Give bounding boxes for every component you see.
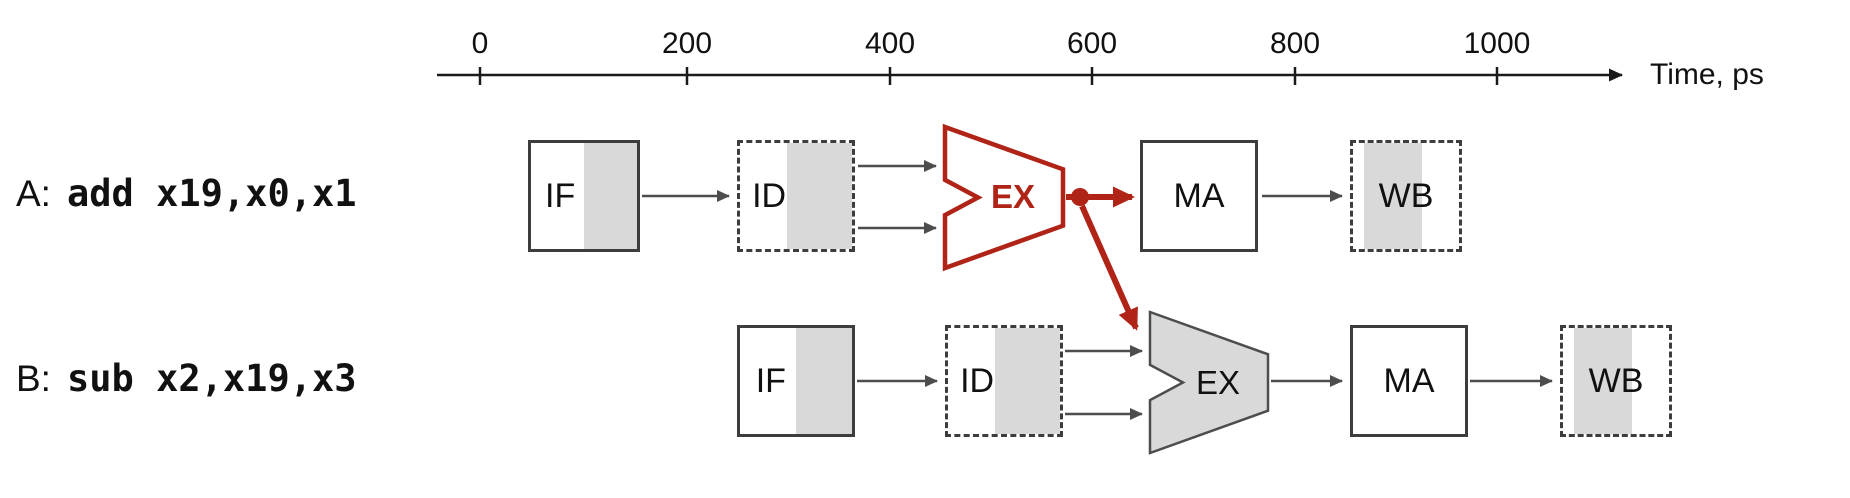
tick-label-400: 400 xyxy=(864,27,916,60)
stage-box-a-wb: WB xyxy=(1350,140,1462,252)
tick-label-600: 600 xyxy=(1066,27,1118,60)
stage-box-a-ma: MA xyxy=(1140,140,1258,252)
stage-box-a-id: ID xyxy=(737,140,855,252)
stage-arrows-a xyxy=(642,160,1343,234)
instruction-b-label: B: sub x2,x19,x3 xyxy=(16,357,357,400)
stage-label-a-if: IF xyxy=(545,176,576,215)
instruction-a-label: A: add x19,x0,x1 xyxy=(16,172,357,215)
alu-ex-a-highlighted xyxy=(942,123,1066,272)
stage-label-a-ex: EX xyxy=(990,178,1036,215)
stage-box-a-if: IF xyxy=(528,140,640,252)
time-axis-ticks xyxy=(478,67,1499,85)
instruction-a-code: add x19,x0,x1 xyxy=(66,172,357,215)
instruction-a-prefix: A: xyxy=(16,173,51,214)
stage-shade xyxy=(995,328,1060,434)
forwarding-arrow-to-b-ex xyxy=(1079,204,1139,331)
stage-label-b-ex: EX xyxy=(1195,364,1241,401)
time-axis-label: Time, ps xyxy=(1650,58,1764,91)
stage-box-b-ma: MA xyxy=(1350,325,1468,437)
stage-label-b-wb: WB xyxy=(1588,361,1644,400)
stage-label-b-if: IF xyxy=(755,361,786,400)
stage-arrows-b xyxy=(857,345,1553,420)
stage-label-a-wb: WB xyxy=(1378,176,1434,215)
stage-shade xyxy=(1573,328,1632,434)
stage-label-b-ma: MA xyxy=(1383,361,1435,400)
stage-label-a-id: ID xyxy=(752,176,787,215)
stage-shade xyxy=(584,143,637,249)
stage-shade xyxy=(787,143,852,249)
instruction-b-code: sub x2,x19,x3 xyxy=(66,357,357,400)
tick-label-0: 0 xyxy=(471,27,489,60)
stage-label-a-ma: MA xyxy=(1173,176,1225,215)
alu-ex-b xyxy=(1148,310,1270,455)
stage-shade xyxy=(796,328,852,434)
stage-box-b-if: IF xyxy=(737,325,855,437)
instruction-b-prefix: B: xyxy=(16,358,51,399)
tick-label-800: 800 xyxy=(1269,27,1321,60)
stage-box-b-id: ID xyxy=(945,325,1063,437)
stage-box-b-wb: WB xyxy=(1560,325,1672,437)
forwarding-dot xyxy=(1071,188,1089,206)
stage-label-b-id: ID xyxy=(960,361,995,400)
tick-label-1000: 1000 xyxy=(1463,27,1531,60)
tick-label-200: 200 xyxy=(661,27,713,60)
stage-shade xyxy=(1363,143,1422,249)
